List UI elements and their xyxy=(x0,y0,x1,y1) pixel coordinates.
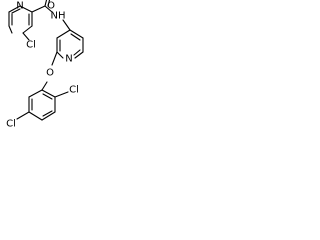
bond xyxy=(69,29,84,39)
structure-svg: N Cl O NH N O Cl Cl xyxy=(6,0,84,130)
atom-o-ether: O xyxy=(46,68,54,79)
bond xyxy=(19,5,33,13)
bond xyxy=(22,25,33,34)
atom-cl-para: Cl xyxy=(6,119,16,130)
bond xyxy=(28,89,43,98)
bond-carbonyl-nh xyxy=(44,5,53,13)
ring-dichlorophenyl xyxy=(28,89,56,121)
bond-c-cl-ortho xyxy=(54,91,69,98)
ring-chloropyridine xyxy=(8,5,33,34)
bond xyxy=(8,5,21,13)
bond-carbonyl-double xyxy=(47,0,51,7)
bond-double-inner xyxy=(11,8,21,14)
bond-double-inner xyxy=(73,49,81,56)
bond-double-inner xyxy=(70,33,81,41)
molecule-diagram: N Cl O NH N O Cl Cl xyxy=(0,0,112,150)
ring-pyridine xyxy=(56,29,84,59)
bond-carbonyl xyxy=(44,0,48,7)
bond-o-ring xyxy=(41,81,48,91)
bond xyxy=(41,89,56,98)
atom-n-pyridine-mid: N xyxy=(65,54,72,65)
bond xyxy=(28,111,43,121)
bond xyxy=(74,51,84,59)
atom-cl-top: Cl xyxy=(26,40,36,51)
bond-double-inner xyxy=(42,93,53,100)
atom-o-carbonyl: O xyxy=(47,1,55,12)
atom-n-pyridine-top: N xyxy=(16,1,23,12)
bond-ring-o xyxy=(51,51,58,66)
bond-ring-carbonyl xyxy=(31,5,46,13)
atom-nh-amide: NH xyxy=(51,11,66,22)
bond-c-cl xyxy=(22,32,30,41)
bond xyxy=(56,29,71,39)
atom-cl-ortho: Cl xyxy=(69,85,79,96)
bond xyxy=(56,51,64,59)
bond-nh-ring xyxy=(62,19,71,31)
bond-double-inner xyxy=(42,110,53,117)
bond xyxy=(41,111,56,121)
bond xyxy=(8,25,13,34)
bond-c-cl-para xyxy=(16,111,30,120)
